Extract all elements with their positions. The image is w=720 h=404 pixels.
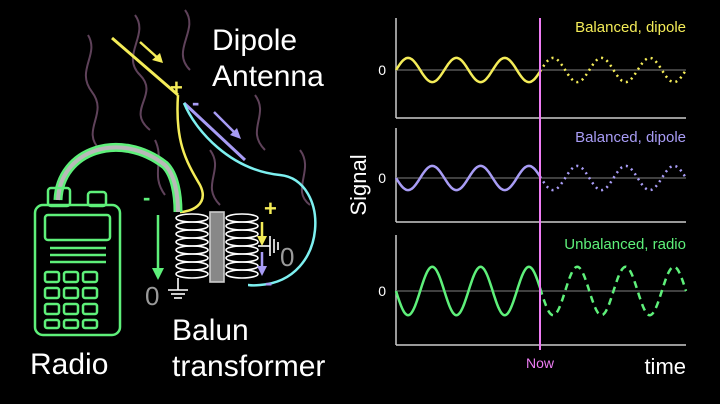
panel-title: Balanced, dipole xyxy=(575,129,686,146)
panel-title: Balanced, dipole xyxy=(575,19,686,36)
radio-keypad xyxy=(43,270,99,330)
zero-tick-label: 0 xyxy=(378,283,386,299)
panel-title: Unbalanced, radio xyxy=(564,236,686,253)
radio-screen xyxy=(43,213,112,242)
signal-future-line xyxy=(538,265,688,317)
arrow-yellow-head xyxy=(152,53,163,63)
radio-minus-sign: - xyxy=(143,185,150,210)
radio-antenna-stub xyxy=(46,186,72,208)
secondary-ground-zero: 0 xyxy=(280,242,294,272)
zero-tick-label: 0 xyxy=(378,62,386,78)
radio-body xyxy=(33,203,122,337)
wave-squiggle xyxy=(299,149,311,206)
signal-past-line xyxy=(394,164,542,192)
antenna-element-bottom xyxy=(182,101,247,162)
radio-ground-zero: 0 xyxy=(145,281,159,311)
balun-transformer xyxy=(168,211,279,299)
dipole-antenna-label-line1: Dipole xyxy=(212,24,297,57)
wave-squiggle xyxy=(131,14,151,131)
arrow-yellow-down-head xyxy=(257,236,267,246)
antenna-plus-sign: + xyxy=(170,75,183,100)
dipole-antenna-label-line2: Antenna xyxy=(212,60,324,93)
arrow-purple-down-head xyxy=(257,266,267,276)
radio-cable xyxy=(53,142,183,213)
balun-label-line2: transformer xyxy=(172,350,325,383)
dipole-antenna xyxy=(111,36,317,287)
arrow-purple-head xyxy=(230,128,241,139)
primary-coil xyxy=(175,213,209,279)
arrow-green-head xyxy=(152,268,164,280)
wave-squiggle xyxy=(181,9,191,71)
wave-squiggle xyxy=(85,34,101,151)
antenna-minus-sign: - xyxy=(192,90,199,115)
wave-squiggle xyxy=(209,149,221,206)
radio-handset xyxy=(33,186,122,337)
feed-line-yellow xyxy=(176,94,204,214)
wave-squiggle xyxy=(154,139,166,196)
secondary-plus-sign: + xyxy=(264,196,277,221)
feed-line-cyan xyxy=(182,102,317,287)
x-axis-label: time xyxy=(644,354,686,379)
radio-label: Radio xyxy=(30,348,108,381)
background-waves xyxy=(85,9,311,206)
zero-tick-label: 0 xyxy=(378,170,386,186)
wave-squiggle xyxy=(254,94,266,151)
antenna-element-top xyxy=(111,36,179,97)
radio-cable-shield xyxy=(56,145,180,213)
now-marker-label: Now xyxy=(526,355,555,371)
radio-top-knob xyxy=(86,190,108,208)
transformer-core xyxy=(209,211,225,283)
balun-label-line1: Balun xyxy=(172,314,249,347)
secondary-coil xyxy=(225,213,259,279)
y-axis-label: Signal xyxy=(346,154,371,215)
signal-past-line xyxy=(394,265,542,317)
signal-past-line xyxy=(394,56,542,84)
secondary-minus-sign: - xyxy=(265,270,272,295)
